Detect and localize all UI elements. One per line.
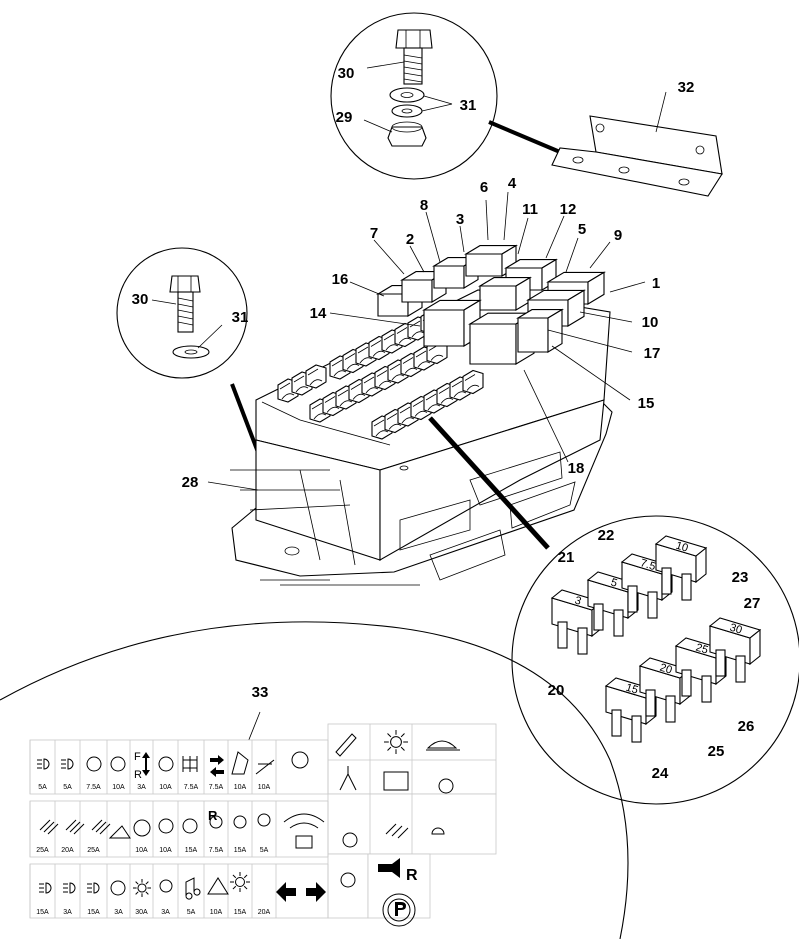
- forward-letter: F: [134, 751, 141, 763]
- callout-c14: 14: [310, 305, 327, 322]
- label-ratings: 5A 5A 7.5A 10A 3A 10A 7.5A 7.5A 10A 10A 25A 20A 25A 1…: [36, 784, 270, 916]
- callout-c28: 28: [182, 474, 199, 491]
- callout-c9: 9: [614, 227, 622, 244]
- callout-c8: 8: [420, 197, 428, 214]
- fuse-rating: 15A: [234, 847, 247, 854]
- fuse-rating: 15A: [36, 909, 49, 916]
- fuse-rating: 25A: [36, 847, 49, 854]
- callout-c6: 6: [480, 179, 488, 196]
- callout-c32: 32: [678, 79, 695, 96]
- fuse-rating: 15A: [234, 909, 247, 916]
- fuse-rating: 3A: [63, 909, 72, 916]
- fuse-blade-value: 5: [609, 576, 618, 589]
- callout-leaders: [207, 191, 646, 773]
- fuse-slot: [305, 364, 327, 389]
- fuse-rating: 10A: [234, 784, 247, 791]
- fuse-slot: [462, 369, 484, 395]
- fuse-rating: 5A: [38, 784, 47, 791]
- callout-c33: 33: [252, 684, 269, 701]
- callout-c20: 20: [548, 682, 565, 699]
- fuse-rating: 5A: [63, 784, 72, 791]
- fuse-blade-f30: 30: [708, 617, 762, 683]
- fuse-rating: 10A: [210, 909, 223, 916]
- fuse-blade-value: 30: [728, 622, 743, 637]
- fuse-rating: 15A: [87, 909, 100, 916]
- label-cell-dividers: [29, 724, 496, 918]
- callout-c2: 2: [406, 231, 414, 248]
- callout-c4: 4: [508, 175, 517, 192]
- fuse-blade-value: 15: [624, 682, 639, 697]
- reverse-letter-3: R: [406, 867, 418, 884]
- callout-c11: 11: [522, 201, 538, 218]
- fuse-blade-value: 7.5: [639, 557, 657, 573]
- fuse-blade-value: 20: [658, 662, 673, 677]
- fuse-rating: 7.5A: [184, 784, 199, 791]
- fuse-blade-value: 3: [573, 594, 582, 607]
- fuse-rating: 7.5A: [209, 847, 224, 854]
- fuse-rating: 3A: [137, 784, 146, 791]
- reverse-letter-2: R: [208, 808, 218, 823]
- fuse-rating: 3A: [161, 909, 170, 916]
- callout-c3: 3: [456, 211, 464, 228]
- bolt-detail-top: [330, 12, 498, 180]
- callout-c31b: 31: [232, 309, 249, 326]
- fuse-rating: 10A: [159, 847, 172, 854]
- callout-c18: 18: [568, 460, 585, 477]
- leader-fuse-circle: [428, 416, 550, 550]
- callout-c22: 22: [598, 527, 615, 544]
- callout-c23: 23: [732, 569, 749, 586]
- fuse-blade-f10: 10: [654, 535, 708, 601]
- callout-c30b: 30: [132, 291, 149, 308]
- callout-c30a: 30: [338, 65, 355, 82]
- callout-c24: 24: [652, 765, 669, 782]
- reverse-letter: R: [134, 769, 142, 781]
- relays: [376, 244, 606, 365]
- callout-c21: 21: [558, 549, 575, 566]
- fuse-rating: 10A: [258, 784, 271, 791]
- callout-c12: 12: [560, 201, 577, 218]
- fuse-rating: 20A: [61, 847, 74, 854]
- callout-c27: 27: [744, 595, 761, 612]
- fuse-blade-value: 10: [674, 540, 689, 555]
- fuse-detail: 3 5 7.5 10 15 20 25 30: [511, 515, 799, 805]
- fuse-blade-value: 25: [694, 642, 709, 657]
- fuse-rating: 10A: [135, 847, 148, 854]
- fuse-rating: 25A: [87, 847, 100, 854]
- relay: [516, 308, 564, 353]
- fuse-rating: 30A: [135, 909, 148, 916]
- fuse-rating: 10A: [112, 784, 125, 791]
- fuse-rating: 3A: [114, 909, 123, 916]
- callout-c26: 26: [738, 718, 755, 735]
- fuse-rating: 20A: [258, 909, 271, 916]
- fuse-rating: 7.5A: [209, 784, 224, 791]
- fuse-rating: 7.5A: [86, 784, 101, 791]
- mounting-bracket: [551, 91, 723, 197]
- callout-c7: 7: [370, 225, 378, 242]
- fuse-rating: 15A: [185, 847, 198, 854]
- fuse-rating: 10A: [159, 784, 172, 791]
- fuse-rating: 5A: [187, 909, 196, 916]
- callout-c1: 1: [652, 275, 660, 292]
- callout-c25: 25: [708, 743, 725, 760]
- callout-c29: 29: [336, 109, 353, 126]
- callout-c16: 16: [332, 271, 349, 288]
- callout-c15: 15: [638, 395, 655, 412]
- bolt-detail-left: [116, 247, 248, 379]
- label-sheet-arc: [0, 621, 629, 939]
- relay: [478, 276, 532, 311]
- leader-top-circle: [488, 120, 561, 154]
- relay: [464, 244, 518, 277]
- fuse-rating: 5A: [260, 847, 269, 854]
- callout-c5: 5: [578, 221, 586, 238]
- fuse-slot-rows: [277, 309, 484, 440]
- callout-c10: 10: [642, 314, 659, 331]
- callout-c17: 17: [644, 345, 661, 362]
- callout-c31a: 31: [460, 97, 477, 114]
- fuse-box-body: [230, 289, 613, 586]
